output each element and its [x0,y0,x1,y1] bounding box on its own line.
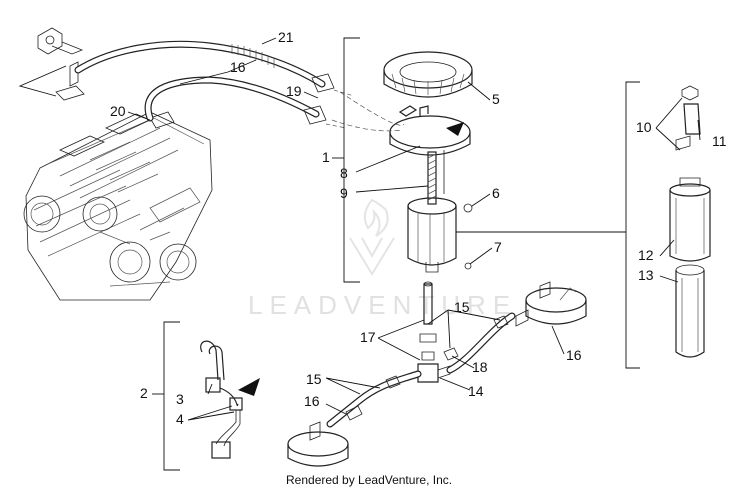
leader-lines [127,37,701,421]
valve-part-17 [287,405,363,467]
leader-left-fittings [18,65,67,97]
hose-16-21 [74,40,355,129]
callout-7: 7 [494,239,502,255]
credit-text: Rendered by LeadVenture, Inc. [286,473,452,487]
engine-assembly [23,111,213,301]
callout-10: 10 [636,119,652,135]
outlet-line [419,281,437,361]
hose-routing-dashes [331,91,405,132]
callout-16-right: 18 [472,359,488,375]
fuel-pump-flange [389,105,471,156]
callout-16-top: 16 [230,59,246,75]
callout-11: 11 [712,133,727,149]
callout-labels: 21 16 19 20 5 1 8 9 6 7 10 11 12 13 15 1… [110,29,727,427]
callout-13: 13 [638,267,654,283]
callout-16-mid: 17 [360,329,376,345]
callout-15-right: 15 [454,299,470,315]
callout-4: 4 [176,411,184,427]
callout-3: 3 [176,391,184,407]
callout-6: 6 [492,185,500,201]
callout-21: 21 [278,29,294,45]
callout-19: 19 [286,83,302,99]
tee-fitting-part-14 [417,363,451,383]
callout-15-left: 15 [306,371,322,387]
pump-inset [669,85,711,358]
callout-12: 12 [638,247,654,263]
callout-1: 1 [322,149,330,165]
callout-8: 8 [340,165,348,181]
callout-18: 16 [566,347,582,363]
lock-ring-part-5 [383,51,473,98]
flow-arrow-icon [446,122,464,136]
harness-arrow-icon [238,378,260,396]
harness-part-2 [200,340,260,459]
upper-left-fittings [37,27,175,129]
watermark-text: LEADVENTURE [248,290,517,320]
brackets [152,37,640,471]
callout-9: 9 [340,185,348,201]
callout-5: 5 [492,91,500,107]
callout-20: 20 [110,103,126,119]
fuel-pump-body [407,150,473,273]
callout-14: 14 [468,383,484,399]
callout-2: 2 [140,385,148,401]
lower-hoses [326,312,516,428]
regulator-part-18 [515,281,587,327]
watermark-logo [349,198,395,276]
callout-17: 16 [304,393,320,409]
